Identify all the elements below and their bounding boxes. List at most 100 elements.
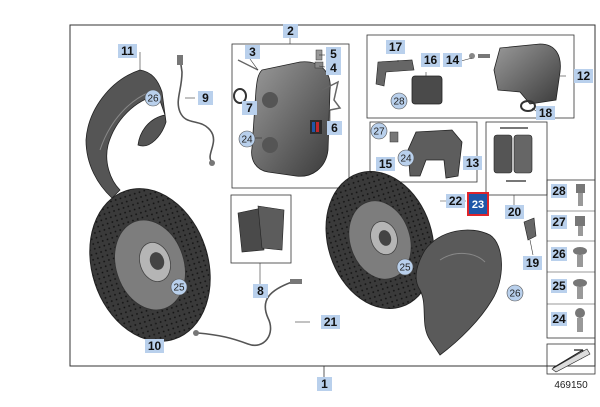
- svg-text:17: 17: [389, 40, 403, 54]
- diagram-id: 469150: [554, 380, 588, 391]
- callout-10[interactable]: 10: [145, 339, 164, 353]
- rear-seal-ring: [520, 100, 536, 112]
- bracket: [375, 59, 415, 87]
- front-brake-caliper: [251, 61, 331, 177]
- rear-pad-set-box: [485, 121, 548, 196]
- callout-25-rear-disc[interactable]: 25: [396, 258, 414, 276]
- callout-13[interactable]: 13: [463, 156, 482, 170]
- svg-text:2: 2: [287, 24, 294, 38]
- callout-4[interactable]: 4: [326, 61, 341, 75]
- front-brake-pads: [237, 205, 285, 253]
- svg-text:20: 20: [508, 205, 522, 219]
- hardware-bolt-24: [575, 308, 585, 332]
- svg-text:11: 11: [121, 44, 134, 58]
- svg-text:15: 15: [379, 157, 393, 171]
- legend-label-25[interactable]: 25: [551, 279, 567, 293]
- callout-19[interactable]: 19: [523, 256, 542, 270]
- callout-11[interactable]: 11: [118, 44, 137, 58]
- svg-text:26: 26: [552, 247, 566, 261]
- retaining-clip: [523, 217, 537, 241]
- caliper-carrier: [407, 129, 463, 179]
- callout-2[interactable]: 2: [283, 24, 298, 38]
- callout-14[interactable]: 14: [443, 53, 462, 67]
- svg-text:27: 27: [552, 215, 566, 229]
- svg-text:18: 18: [539, 106, 553, 120]
- hardware-legend-box: [546, 179, 596, 339]
- svg-text:4: 4: [330, 61, 337, 75]
- callout-9[interactable]: 9: [198, 91, 213, 105]
- callout-21[interactable]: 21: [321, 315, 340, 329]
- svg-text:9: 9: [202, 91, 209, 105]
- callout-27-carrier[interactable]: 27: [370, 122, 388, 140]
- callout-24-caliper[interactable]: 24: [238, 130, 256, 148]
- svg-text:8: 8: [257, 284, 264, 298]
- wear-sensor-wire-rear: [197, 281, 293, 347]
- callout-1[interactable]: 1: [317, 377, 332, 391]
- callout-25-front-disc[interactable]: 25: [170, 278, 188, 296]
- svg-text:3: 3: [249, 45, 256, 59]
- legend-label-28[interactable]: 28: [551, 184, 567, 198]
- svg-text:1: 1: [321, 377, 328, 391]
- svg-text:25: 25: [173, 283, 185, 294]
- legend-label-26[interactable]: 26: [551, 247, 567, 261]
- svg-text:21: 21: [324, 315, 338, 329]
- wear-sensor-wire-front: [177, 57, 215, 163]
- hardware-bolt-25: [573, 279, 587, 299]
- svg-text:12: 12: [577, 69, 591, 83]
- svg-text:16: 16: [424, 53, 438, 67]
- callout-17[interactable]: 17: [386, 40, 405, 54]
- callout-18[interactable]: 18: [536, 106, 555, 120]
- svg-text:24: 24: [552, 312, 566, 326]
- svg-text:7: 7: [246, 101, 253, 115]
- pad-set-box: [230, 194, 292, 264]
- svg-text:28: 28: [552, 184, 566, 198]
- svg-text:14: 14: [446, 53, 460, 67]
- rear-brake-pads: [493, 127, 533, 182]
- callout-24-carrier[interactable]: 24: [397, 149, 415, 167]
- svg-text:24: 24: [400, 154, 412, 165]
- svg-text:10: 10: [148, 339, 162, 353]
- direction-arrow-box: [546, 343, 596, 375]
- callout-12[interactable]: 12: [574, 69, 593, 83]
- callout-16[interactable]: 16: [421, 53, 440, 67]
- legend-label-27[interactable]: 27: [551, 215, 567, 229]
- callout-6[interactable]: 6: [327, 121, 342, 135]
- svg-text:25: 25: [399, 263, 411, 274]
- callout-26-rear-shield[interactable]: 26: [506, 284, 524, 302]
- hardware-bolt-27: [575, 216, 585, 236]
- svg-text:22: 22: [449, 194, 463, 208]
- svg-text:24: 24: [241, 135, 253, 146]
- callout-26-shield[interactable]: 26: [144, 89, 162, 107]
- svg-text:25: 25: [552, 279, 566, 293]
- svg-text:23: 23: [472, 199, 484, 211]
- legend-label-24[interactable]: 24: [551, 312, 567, 326]
- callout-23-highlighted[interactable]: 23: [467, 192, 489, 216]
- svg-text:26: 26: [509, 289, 521, 300]
- caliper-group-box: [231, 43, 350, 189]
- callout-3[interactable]: 3: [245, 45, 260, 59]
- rear-brake-caliper: [493, 43, 561, 105]
- callout-22[interactable]: 22: [446, 194, 465, 208]
- hardware-bolt-26: [573, 247, 587, 267]
- svg-text:5: 5: [330, 47, 337, 61]
- bolt-27: [389, 131, 399, 143]
- callout-5[interactable]: 5: [326, 47, 341, 61]
- svg-text:26: 26: [147, 94, 159, 105]
- callout-20[interactable]: 20: [505, 205, 524, 219]
- front-brake-disc: [89, 188, 211, 342]
- svg-text:13: 13: [466, 156, 480, 170]
- front-splash-shield: [85, 69, 167, 199]
- seal-ring: [233, 88, 247, 104]
- callout-7[interactable]: 7: [242, 101, 257, 115]
- rear-splash-shield: [415, 229, 502, 356]
- callout-28-motor[interactable]: 28: [390, 92, 408, 110]
- caliper-spring: [321, 80, 342, 111]
- parking-brake-motor: [411, 75, 443, 105]
- svg-text:28: 28: [393, 97, 405, 108]
- carrier-box: [369, 121, 478, 183]
- svg-text:27: 27: [373, 127, 385, 138]
- svg-text:6: 6: [331, 121, 338, 135]
- callout-8[interactable]: 8: [253, 284, 268, 298]
- callout-15[interactable]: 15: [376, 157, 395, 171]
